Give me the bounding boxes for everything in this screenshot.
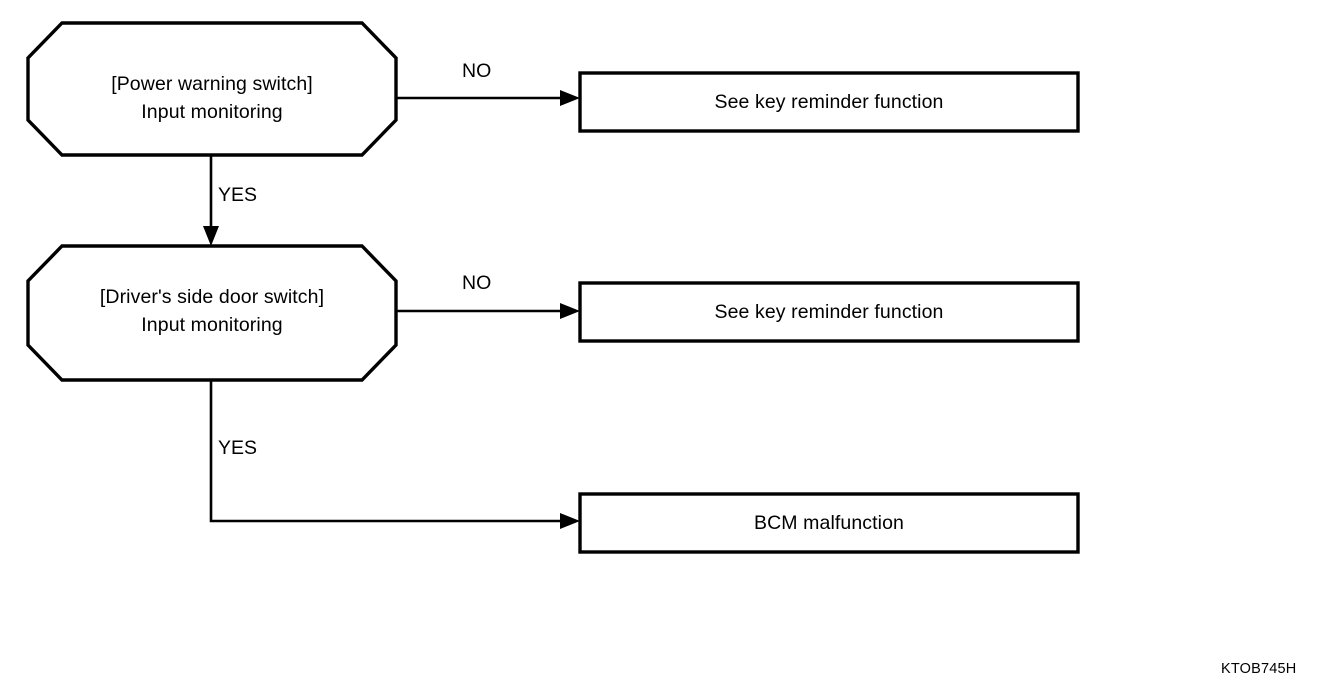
edge-arrow-power-warning-yes (203, 226, 219, 246)
figure-reference-code: KTOB745H (1221, 661, 1297, 677)
node-shape-key-reminder-2[interactable] (578, 281, 1080, 343)
edge-label-power-warning-yes: YES (218, 184, 258, 206)
node-shape-power-warning-switch[interactable] (26, 21, 398, 157)
edge-label-door-switch-yes: YES (218, 437, 258, 459)
node-shape-key-reminder-1[interactable] (578, 71, 1080, 133)
edge-label-door-switch-no: NO (462, 272, 492, 294)
node-shape-bcm-malfunction[interactable] (578, 492, 1080, 554)
edge-arrow-power-warning-no (560, 90, 580, 106)
edge-arrow-door-switch-no (560, 303, 580, 319)
edge-line-door-switch-yes (209, 380, 566, 523)
edge-arrow-door-switch-yes (560, 513, 580, 529)
edge-label-power-warning-no: NO (462, 60, 492, 82)
node-shape-driver-side-door-switch[interactable] (26, 244, 398, 382)
